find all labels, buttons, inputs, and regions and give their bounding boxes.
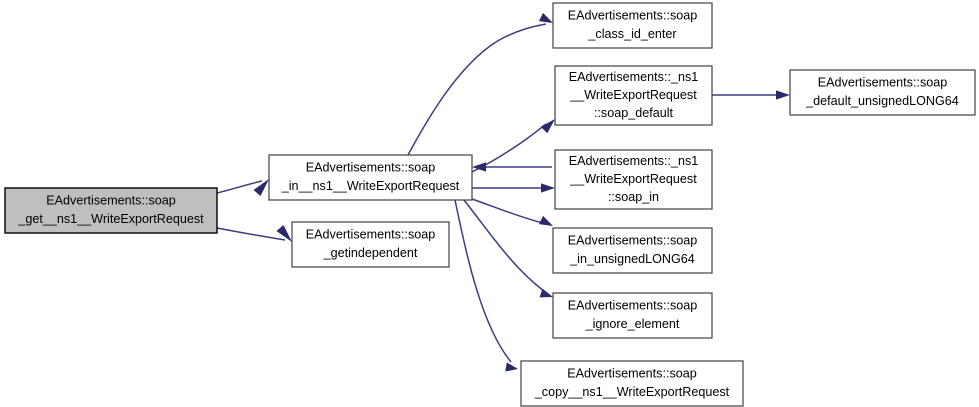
node-label-line: _class_id_enter (587, 27, 676, 41)
arrowhead-icon (472, 162, 486, 172)
node-label-line: EAdvertisements::soap (46, 194, 176, 208)
edge-in_ns1_writeexportrequest-to-copy_ns1_writeexportrequest (454, 199, 518, 372)
node-get_ns1_writeexportrequest[interactable]: EAdvertisements::soap_get__ns1__WriteExp… (4, 187, 218, 234)
node-label-line: EAdvertisements::_ns1 (569, 154, 699, 168)
node-label-line: __WriteExportRequest (569, 88, 697, 102)
node-label-line: _default_unsignedLONG64 (805, 94, 959, 108)
node-label-line: EAdvertisements::soap (568, 9, 698, 23)
node-label-line: _get__ns1__WriteExportRequest (17, 212, 204, 226)
nodes-layer: EAdvertisements::soap_get__ns1__WriteExp… (4, 2, 976, 407)
node-label-line: _copy__ns1__WriteExportRequest (534, 385, 730, 399)
arrowhead-icon (540, 119, 555, 134)
edges-layer (216, 12, 790, 372)
arrowhead-icon (276, 225, 292, 242)
edge-in_ns1_writeexportrequest-to-ignore_element (463, 199, 553, 298)
edge-line (471, 198, 547, 225)
node-label-line: EAdvertisements::soap (306, 161, 436, 175)
node-label-line: EAdvertisements::soap (306, 228, 436, 242)
node-label-line: _getindependent (323, 246, 418, 260)
node-label-line: _in_unsignedLONG64 (569, 252, 695, 266)
node-in_unsignedlong64[interactable]: EAdvertisements::soap_in_unsignedLONG64 (552, 227, 713, 274)
node-label-line: EAdvertisements::soap (568, 234, 698, 248)
edge-line (463, 199, 545, 292)
node-box[interactable] (554, 149, 713, 210)
node-box[interactable] (268, 154, 473, 201)
node-default_unsignedlong64[interactable]: EAdvertisements::soap_default_unsignedLO… (789, 69, 976, 116)
arrowhead-icon (538, 215, 553, 226)
node-box[interactable] (789, 69, 976, 116)
node-in_ns1_writeexportrequest[interactable]: EAdvertisements::soap_in__ns1__WriteExpo… (268, 154, 473, 201)
edge-line (216, 227, 286, 241)
node-box[interactable] (552, 227, 713, 274)
node-box[interactable] (554, 65, 713, 126)
arrowhead-icon (253, 179, 269, 196)
node-class_id_enter[interactable]: EAdvertisements::soap_class_id_enter (552, 2, 713, 49)
node-soap_default[interactable]: EAdvertisements::_ns1__WriteExportReques… (554, 65, 713, 126)
node-label-line: _in__ns1__WriteExportRequest (281, 179, 460, 193)
node-soap_in[interactable]: EAdvertisements::_ns1__WriteExportReques… (554, 149, 713, 210)
node-label-line: EAdvertisements::soap (818, 76, 948, 90)
edge-line (454, 199, 512, 363)
node-getindependent[interactable]: EAdvertisements::soap_getindependent (291, 221, 450, 268)
node-label-line: EAdvertisements::soap (568, 299, 698, 313)
node-box[interactable] (520, 360, 744, 407)
edge-get_ns1_writeexportrequest-to-getindependent (216, 225, 292, 242)
node-box[interactable] (552, 292, 713, 339)
node-label-line: ::soap_in (608, 190, 659, 204)
node-label-line: EAdvertisements::_ns1 (569, 70, 699, 84)
arrowhead-icon (541, 183, 555, 193)
edge-soap_default-to-default_unsignedlong64 (712, 90, 790, 100)
arrowhead-icon (776, 90, 790, 100)
node-label-line: ::soap_default (594, 106, 674, 120)
edge-in_ns1_writeexportrequest-to-soap_in (472, 183, 555, 193)
node-label-line: EAdvertisements::soap (567, 367, 697, 381)
edge-line (407, 23, 547, 156)
node-copy_ns1_writeexportrequest[interactable]: EAdvertisements::soap_copy__ns1__WriteEx… (520, 360, 744, 407)
node-ignore_element[interactable]: EAdvertisements::soap_ignore_element (552, 292, 713, 339)
edge-in_ns1_writeexportrequest-to-in_unsignedlong64 (471, 198, 553, 226)
node-label-line: _ignore_element (585, 317, 680, 331)
node-box[interactable] (552, 2, 713, 49)
node-box[interactable] (4, 187, 218, 234)
edge-line (216, 180, 263, 194)
arrowhead-icon (538, 12, 553, 23)
node-box[interactable] (291, 221, 450, 268)
arrowhead-icon (505, 362, 518, 372)
arrowhead-icon (539, 288, 553, 298)
edge-soap_in-to-in_ns1_writeexportrequest (472, 162, 552, 172)
edge-in_ns1_writeexportrequest-to-class_id_enter (407, 12, 553, 156)
edge-get_ns1_writeexportrequest-to-in_ns1_writeexportrequest (216, 179, 269, 196)
node-label-line: __WriteExportRequest (569, 172, 697, 186)
